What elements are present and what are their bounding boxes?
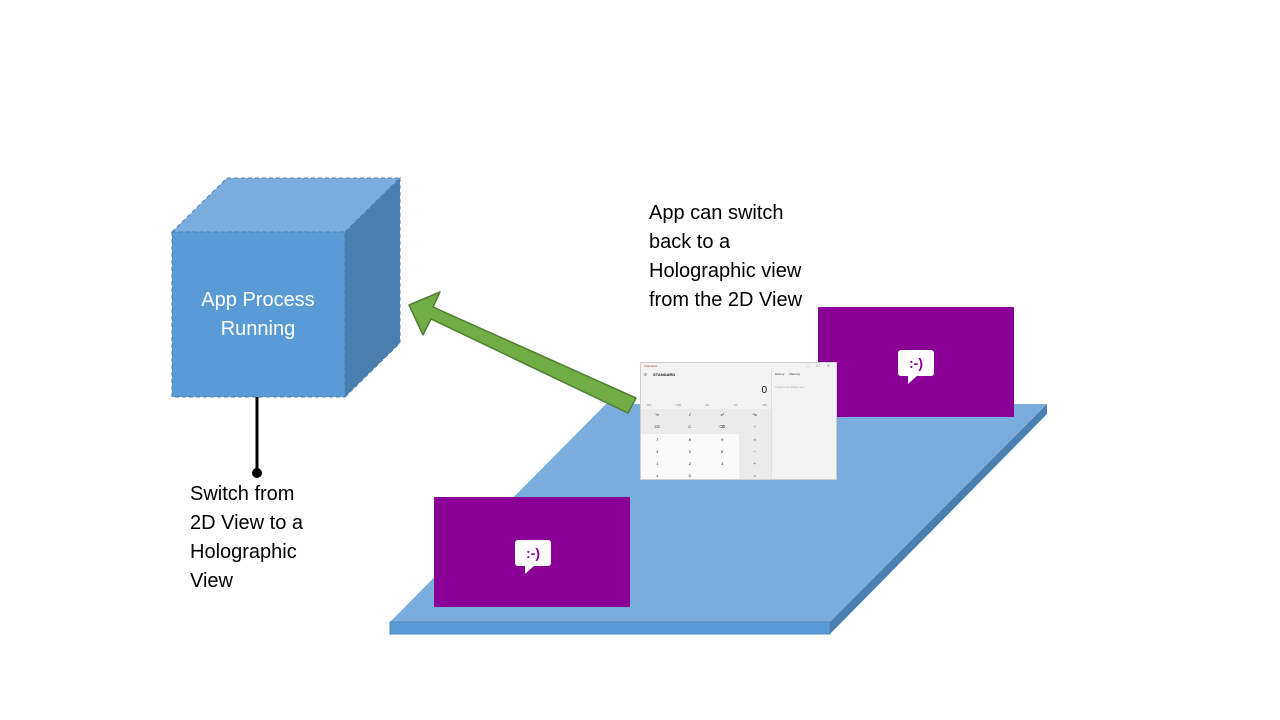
cube-label-line1: App Process [201, 289, 315, 311]
memory-button[interactable]: M- [734, 403, 738, 407]
plane-side-edge [830, 404, 1047, 634]
calculator-key[interactable]: × [738, 433, 771, 446]
plane-front-edge [389, 621, 831, 635]
label-line: Holographic [190, 541, 297, 563]
history-empty-message: There's no history yet [775, 385, 804, 389]
calculator-key[interactable]: % [641, 409, 674, 422]
history-tabs: History Memory [775, 372, 800, 376]
calculator-titlebar[interactable]: Calculator – ☐ ✕ [641, 363, 836, 369]
memory-buttons-row: MC MR M+ M- MS [647, 403, 767, 407]
cube-front-face [171, 231, 346, 398]
switch-to-holographic-label: Switch from 2D View to a Holographic Vie… [190, 480, 340, 596]
calculator-key[interactable]: 9 [706, 433, 739, 446]
calculator-key[interactable]: 2 [673, 458, 706, 471]
calculator-key[interactable]: ¹/x [738, 409, 771, 422]
label-line: 2D View to a [190, 512, 304, 534]
calculator-display: 0 [761, 385, 767, 396]
calculator-key[interactable]: CE [641, 421, 674, 434]
calculator-key[interactable]: ÷ [738, 421, 771, 434]
memory-button[interactable]: MC [647, 403, 652, 407]
calculator-window[interactable]: Calculator – ☐ ✕ ≡ STANDARD 0 MC MR M+ M… [640, 362, 837, 480]
label-line: Holographic view [649, 260, 802, 282]
label-line: Switch from [190, 483, 295, 505]
calculator-key[interactable]: 6 [706, 445, 739, 459]
calculator-key[interactable]: ⌫ [706, 421, 739, 434]
calculator-key[interactable]: − [738, 445, 771, 459]
calculator-key[interactable]: C [673, 421, 706, 434]
calculator-key[interactable]: 8 [673, 433, 706, 446]
calculator-mode-title: STANDARD [653, 372, 676, 377]
calculator-key[interactable]: + [738, 458, 771, 471]
memory-button[interactable]: MR [676, 403, 681, 407]
calculator-app-title: Calculator [644, 364, 658, 368]
calculator-key[interactable]: 0 [673, 470, 706, 479]
cube-top-face [170, 177, 402, 233]
calculator-key[interactable]: 7 [641, 433, 674, 446]
memory-button[interactable]: MS [762, 403, 767, 407]
cube-label: App Process Running [172, 286, 344, 344]
switch-back-label: App can switch back to a Holographic vie… [649, 199, 839, 315]
calculator-key[interactable]: 5 [673, 445, 706, 459]
calculator-key[interactable]: ± [641, 470, 674, 479]
calculator-key[interactable]: √ [673, 409, 706, 422]
connector-dot [252, 468, 262, 478]
calculator-key[interactable]: 4 [641, 445, 674, 459]
tab-history[interactable]: History [775, 372, 785, 376]
tab-memory[interactable]: Memory [789, 372, 801, 376]
green-arrow [408, 291, 637, 414]
arrow-shape [408, 291, 637, 414]
label-line: back to a [649, 231, 731, 253]
history-panel: History Memory There's no history yet [771, 369, 836, 479]
calculator-key[interactable]: = [738, 470, 771, 479]
calculator-key[interactable]: x² [706, 409, 739, 422]
label-line: from the 2D View [649, 289, 803, 311]
smiley-bubble-icon: :-) [898, 350, 934, 384]
label-line: App can switch [649, 202, 784, 224]
cube-label-line2: Running [220, 318, 296, 340]
smiley-bubble-icon: :-) [515, 540, 551, 574]
label-line: View [190, 570, 233, 592]
app-process-cube [170, 176, 402, 399]
hamburger-menu-icon[interactable]: ≡ [644, 372, 647, 378]
memory-button[interactable]: M+ [705, 403, 710, 407]
window-controls[interactable]: – ☐ ✕ [806, 363, 833, 368]
calculator-key[interactable]: . [706, 470, 739, 479]
calculator-key[interactable]: 1 [641, 458, 674, 471]
calculator-key[interactable]: 3 [706, 458, 739, 471]
